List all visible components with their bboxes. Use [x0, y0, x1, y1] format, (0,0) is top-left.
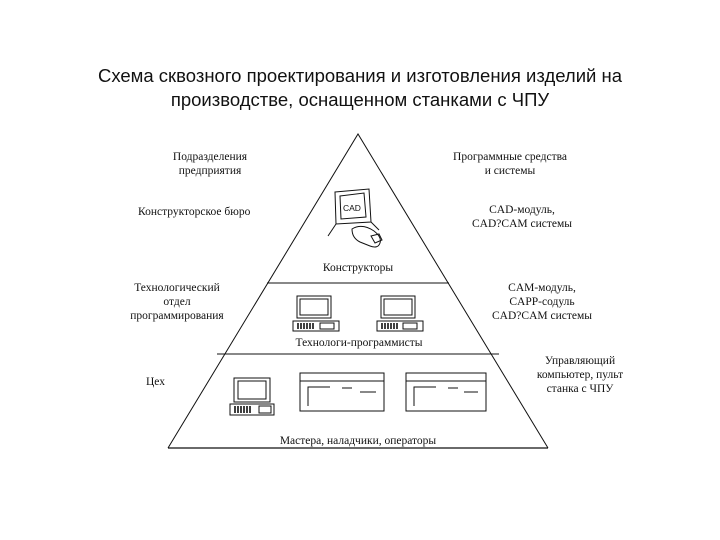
label-tech-department: Технологический отдел программирования: [130, 282, 224, 322]
header-departments: Подразделения предприятия: [172, 151, 248, 177]
label-cad-module: CAD-модуль, CAD?CAM системы: [472, 204, 572, 230]
pc-workstation-icon-1: [292, 295, 340, 332]
cad-workstation-icon: [327, 188, 383, 248]
label-technologists: Технологи-программисты: [295, 337, 423, 349]
label-operators: Мастера, наладчики, операторы: [279, 435, 437, 447]
cnc-machine-icon-2: [405, 372, 487, 412]
keyboard-keys: [234, 323, 398, 413]
label-designers: Конструкторы: [322, 262, 394, 274]
page-title: Схема сквозного проектирования и изготов…: [60, 64, 660, 112]
cnc-machine-icon-1: [299, 372, 385, 412]
cad-monitor-text: CAD: [343, 203, 361, 213]
title-line-2: производстве, оснащенном станками с ЧПУ: [170, 89, 550, 110]
pyramid-outline: [167, 133, 549, 449]
title-line-1: Схема сквозного проектирования и изготов…: [97, 65, 623, 86]
label-workshop: Цех: [146, 376, 166, 388]
label-control-computer: Управляющий компьютер, пульт станка с ЧП…: [536, 355, 624, 395]
label-design-bureau: Конструкторское бюро: [138, 206, 251, 218]
label-cam-module: CAM-модуль, CAPP-содуль CAD?CAM системы: [492, 282, 592, 322]
control-computer-icon: [229, 377, 275, 416]
pc-workstation-icon-2: [376, 295, 424, 332]
header-software: Программные средства и системы: [453, 151, 567, 177]
